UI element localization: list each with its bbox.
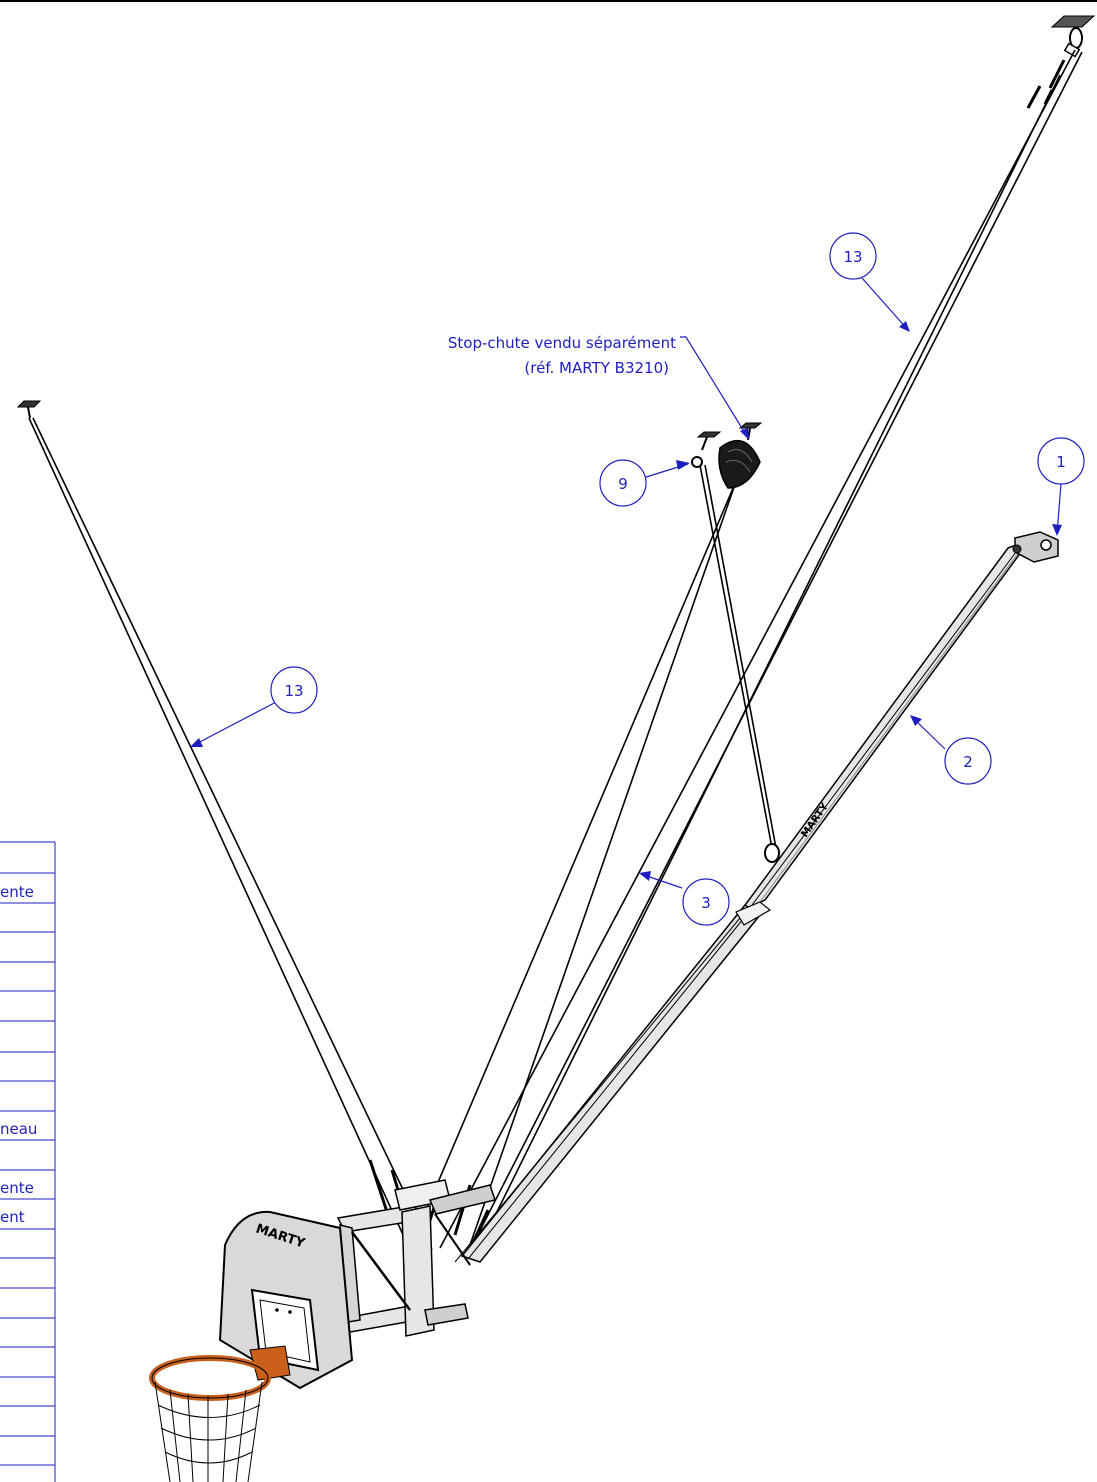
- callout-arrowheads: [190, 321, 1062, 881]
- table-cell-row10: neau: [0, 1120, 37, 1138]
- svg-text:13: 13: [843, 248, 862, 266]
- basketball-rim: [149, 1345, 291, 1401]
- stop-chute-device: [718, 439, 761, 489]
- table-cell-row12: ente: [0, 1179, 34, 1197]
- backboard: [218, 1210, 354, 1390]
- callout-13-right: 13: [829, 232, 877, 280]
- table-cell-row3: ente: [0, 883, 34, 901]
- callout-1: 1: [1037, 437, 1085, 485]
- callout-9: 9: [599, 459, 647, 507]
- cable-fittings-top: [1026, 59, 1066, 109]
- basketball-net: [154, 1381, 263, 1482]
- mounting-frame: [336, 1179, 496, 1337]
- ceiling-anchor-9: [691, 431, 722, 468]
- parts-table: [0, 841, 56, 1482]
- arm-logo: MARTY: [799, 801, 831, 840]
- callout-13-left: 13: [270, 666, 318, 714]
- ceiling-anchor-top-right: [1050, 15, 1096, 58]
- callout-2: 2: [944, 737, 992, 785]
- svg-text:9: 9: [618, 475, 628, 493]
- stopchute-note-line2: (réf. MARTY B3210): [524, 359, 669, 377]
- telescopic-arm: [454, 531, 1059, 1263]
- svg-text:2: 2: [963, 753, 973, 771]
- callout-3: 3: [682, 878, 730, 926]
- table-cell-row13: ent: [0, 1208, 25, 1226]
- svg-text:1: 1: [1056, 453, 1066, 471]
- svg-text:3: 3: [701, 894, 711, 912]
- ceiling-anchor-left: [16, 400, 42, 419]
- cables: [28, 49, 1083, 1261]
- svg-text:13: 13: [284, 682, 303, 700]
- stopchute-note-line1: Stop-chute vendu séparément: [448, 334, 676, 352]
